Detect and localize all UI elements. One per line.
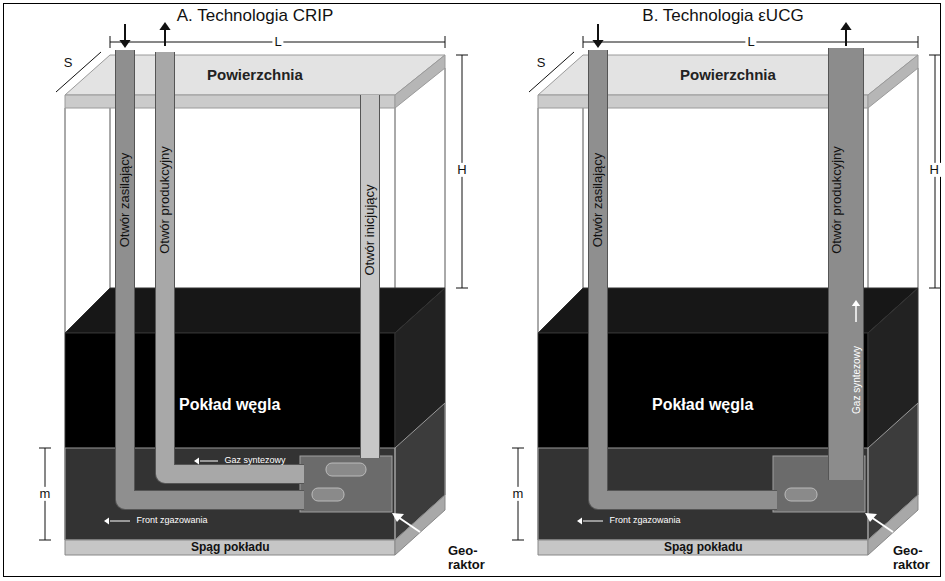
gas-flow-arrow xyxy=(855,306,857,322)
arrow-head xyxy=(577,518,582,525)
coal-seam: Pokład węgla xyxy=(648,395,757,415)
dimension-tick xyxy=(456,55,468,56)
dimension-tick xyxy=(512,448,524,449)
surface-front xyxy=(538,95,868,108)
reactor-cylinder xyxy=(326,463,366,476)
production-borehole xyxy=(829,48,863,480)
surface-side xyxy=(868,55,918,108)
borehole-label: Otwór produkcyjny xyxy=(830,146,844,254)
flow-label: Gaz syntezowy xyxy=(224,456,285,466)
injection-borehole-outline xyxy=(598,50,777,500)
injection-borehole xyxy=(125,50,304,500)
production-borehole-outline xyxy=(165,52,304,474)
dimension-tick xyxy=(918,36,919,48)
dimension-line xyxy=(56,52,101,92)
dimension-tick xyxy=(456,288,468,289)
dimension-tick xyxy=(512,540,524,541)
borehole-label: Otwór zasilający xyxy=(118,153,132,248)
georeactor-label: Geo- raktor xyxy=(448,544,496,573)
dimension-tick xyxy=(110,36,111,48)
arrow-head xyxy=(159,22,170,30)
floor-front xyxy=(538,540,868,555)
dimension-line xyxy=(529,52,574,92)
arrow-head xyxy=(119,40,130,48)
ignition-borehole-outline xyxy=(360,95,380,458)
floor-side xyxy=(395,495,445,555)
production-borehole xyxy=(165,52,304,474)
gas-flow-arrow xyxy=(200,461,218,462)
coal-seam: Pokład węgla xyxy=(175,395,284,415)
dimension-tick xyxy=(929,288,941,289)
front-arrow xyxy=(110,521,130,522)
dimension-label: L xyxy=(272,35,283,49)
dimension-label: H xyxy=(928,163,941,177)
surface-slab: Powierzchnia xyxy=(203,66,307,85)
gasification-front-cylinder xyxy=(312,488,344,501)
node-label: Powierzchnia xyxy=(680,67,776,84)
node-label: Pokład węgla xyxy=(179,396,280,414)
ignition-borehole xyxy=(361,95,379,458)
front-arrow xyxy=(583,521,603,522)
frame xyxy=(4,4,941,577)
georeactor-label: Geo- raktor xyxy=(893,544,941,573)
arrow-head xyxy=(392,513,404,522)
borehole-label: Otwór inicjujący xyxy=(363,184,377,275)
dimension-tick xyxy=(583,36,584,48)
arrow-head xyxy=(840,22,851,30)
dimension-label: m xyxy=(38,487,53,501)
flow-arrow xyxy=(845,30,847,46)
dimension-label: m xyxy=(511,487,526,501)
arrow-head xyxy=(194,458,199,465)
borehole-label: Otwór zasilający xyxy=(591,153,605,248)
injection-borehole-outline xyxy=(125,50,304,500)
seam-floor: Spąg pokładu xyxy=(660,540,747,555)
dimension-tick xyxy=(445,36,446,48)
node-label: Spąg pokładu xyxy=(191,541,270,554)
flow-arrow xyxy=(597,24,599,40)
arrow-head xyxy=(592,40,603,48)
dimension-tick xyxy=(39,540,51,541)
floor-front xyxy=(65,540,395,555)
flow-label: Gaz syntezowy xyxy=(851,346,862,414)
node-label: Spąg pokładu xyxy=(664,541,743,554)
borehole-label: Otwór produkcyjny xyxy=(158,146,172,254)
arrow-head xyxy=(104,518,109,525)
surface-slab: Powierzchnia xyxy=(676,66,780,85)
georeactor-pointer xyxy=(871,517,893,532)
dimension-label: S xyxy=(537,56,546,70)
dimension-tick xyxy=(39,448,51,449)
surface-side xyxy=(395,55,445,108)
georeactor-cavity xyxy=(300,456,392,512)
panel-title: A. Technologia CRIP xyxy=(177,7,334,26)
production-borehole-outline xyxy=(828,48,864,480)
node-label: Powierzchnia xyxy=(207,67,303,84)
box-edge xyxy=(538,108,539,333)
flow-label: Front zgazowania xyxy=(136,516,207,526)
dimension-label: L xyxy=(745,35,756,49)
box-edge xyxy=(918,68,919,288)
surface-front xyxy=(65,95,395,108)
arrow-head xyxy=(865,513,877,522)
flow-arrow xyxy=(124,24,126,40)
gasification-front-cylinder xyxy=(785,488,817,501)
box-edge xyxy=(65,108,66,333)
georeactor-pointer xyxy=(398,517,420,532)
dimension-label: S xyxy=(64,56,73,70)
node-label: Pokład węgla xyxy=(652,396,753,414)
dimension-label: H xyxy=(455,163,468,177)
flow-arrow xyxy=(164,30,166,46)
seam-floor: Spąg pokładu xyxy=(187,540,274,555)
panel-title: B. Technologia εUCG xyxy=(642,7,803,26)
flow-label: Front zgazowania xyxy=(609,516,680,526)
dimension-tick xyxy=(929,55,941,56)
box-edge xyxy=(445,68,446,288)
arrow-head xyxy=(852,300,860,306)
injection-borehole xyxy=(598,50,777,500)
